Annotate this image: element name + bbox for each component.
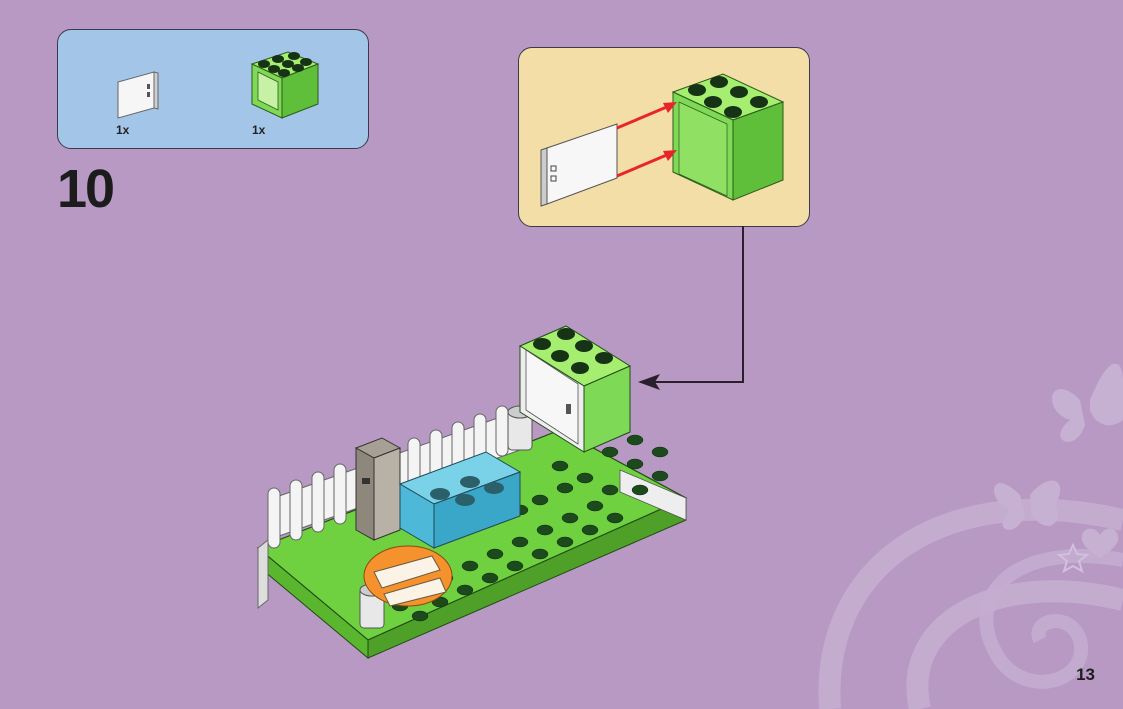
orange-plate-with-bone bbox=[364, 546, 452, 606]
green-cupboard-brick-placed bbox=[520, 326, 630, 452]
grey-pillar bbox=[356, 438, 400, 540]
page-number: 13 bbox=[1076, 665, 1095, 685]
